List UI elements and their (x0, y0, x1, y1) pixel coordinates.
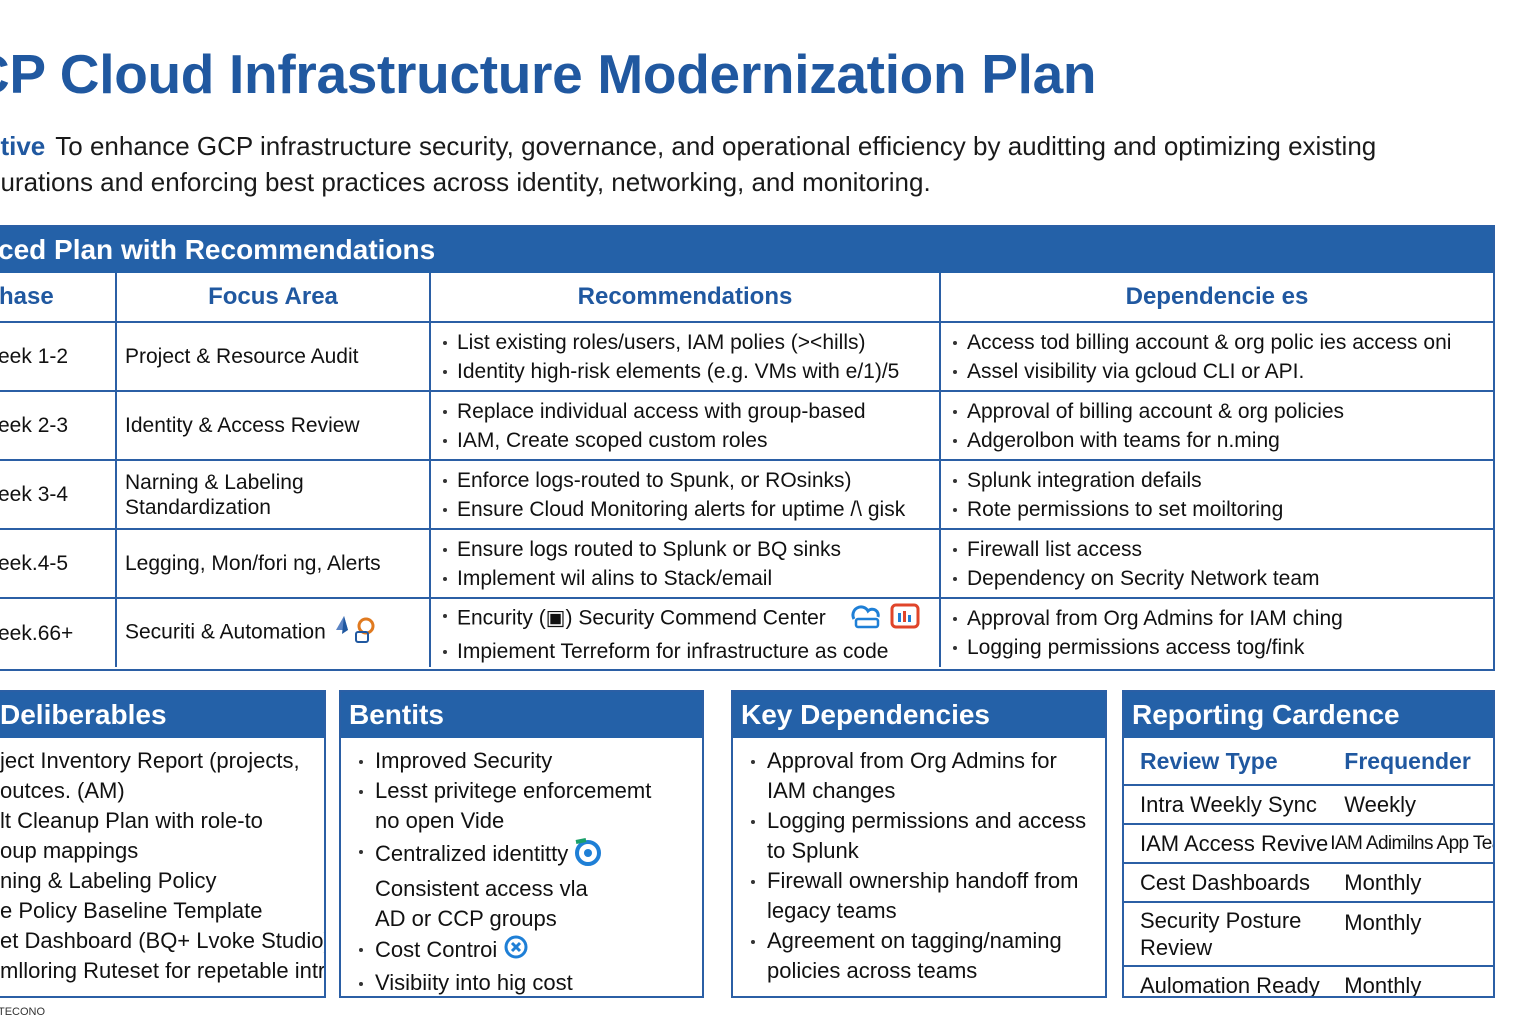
list-item: et Dashboard (BQ+ Lvoke Studio) (0, 928, 326, 953)
list-item: Enforce logs-routed to Spunk, or ROsinks… (439, 466, 931, 495)
footer-mark: TECONO (0, 1006, 46, 1018)
focus-cell: Legging, Mon/fori ng, Alerts (116, 529, 431, 599)
list-item: Splunk integration defails (949, 466, 1485, 495)
key-dependencies-title: Key Dependencies (733, 692, 1105, 738)
list-item: oup mappings (0, 838, 139, 863)
deliverables-title: Deliberables (0, 692, 324, 738)
col-frequency: Frequender (1328, 738, 1493, 786)
list-item: Implement wil alins to Stack/email (439, 564, 931, 593)
phase-cell: eek.66+ (0, 598, 117, 667)
recs-cell: Encurity (▣) Security Commend Center Imp… (430, 598, 941, 667)
benefits-panel: Bentits Improved Security Lesst priviteg… (339, 690, 704, 998)
col-focus-area: Focus Area (116, 273, 431, 323)
table-row: eek 2-3 Identity & Access Review Replace… (0, 391, 1493, 461)
rocket-icon (332, 612, 380, 654)
objective-body: To enhance GCP infrastructure security, … (0, 131, 1377, 197)
focus-label: Securiti & Automation (125, 620, 326, 644)
recs-cell: Replace individual access with group-bas… (430, 391, 941, 461)
list-item: ject Inventory Report (projects, (0, 748, 300, 773)
col-phase: hase (0, 273, 117, 323)
recs-cell: Enforce logs-routed to Spunk, or ROsinks… (430, 460, 941, 530)
col-recommendations: Recommendations (430, 273, 941, 323)
list-item: Improved Security (351, 746, 692, 776)
list-item: Dependency on Secrity Network team (949, 564, 1485, 593)
list-item: Access tod billing account & org polic i… (949, 328, 1485, 357)
list-item: Impiement Terreform for infrastructure a… (439, 637, 931, 666)
list-item: Visibiity into hig cost resourcands (351, 968, 692, 996)
focus-cell: Narning & Labeling Standardization (116, 460, 431, 530)
objective-label: ctive (0, 131, 46, 161)
focus-cell: Identity & Access Review (116, 391, 431, 461)
table-row: eek.66+ Securiti & Automation Encurity (… (0, 598, 1493, 667)
list-item: Firewall list access (949, 535, 1485, 564)
list-item: Cost Controi (351, 934, 692, 968)
key-dependencies-panel: Key Dependencies Approval from Org Admin… (731, 690, 1107, 998)
list-item: IAM, Create scoped custom roles (439, 426, 931, 455)
list-item: Logging permissions access tog/fink (949, 633, 1485, 662)
list-item: Ensure Cloud Monitoring alerts for uptim… (439, 495, 931, 524)
reporting-cadence-title: Reporting Cardence (1124, 692, 1493, 738)
list-item: Rote permissions to set moiltoring (949, 495, 1485, 524)
deps-cell: Approval from Org Admins for IAM ching L… (940, 598, 1493, 667)
list-item: e Policy Baseline Template (0, 898, 263, 923)
list-item: Approval from Org Admins for IAM ching (949, 604, 1485, 633)
benefits-title: Bentits (341, 692, 702, 738)
list-item: Ensure logs routed to Splunk or BQ sinks (439, 535, 931, 564)
deps-cell: Firewall list access Dependency on Secri… (940, 529, 1493, 599)
list-item: lt Cleanup Plan with role-to (0, 808, 263, 833)
reporting-cadence-panel: Reporting Cardence Review Type Frequende… (1122, 690, 1495, 998)
cloud-sync-icon (848, 601, 884, 637)
recs-cell: Ensure logs routed to Splunk or BQ sinks… (430, 529, 941, 599)
list-item: Approval of billing account & org polici… (949, 397, 1485, 426)
target-icon (570, 836, 604, 874)
list-item: ning & Labeling Policy (0, 868, 217, 893)
deliverables-panel: Deliberables ject Inventory Report (proj… (0, 690, 326, 998)
plan-table: hase Focus Area Recommendations Dependen… (0, 273, 1493, 667)
dashboard-icon (890, 601, 920, 637)
rec-text: Encurity (▣) Security Commend Center (457, 606, 826, 630)
page-title: CP Cloud Infrastructure Modernization Pl… (0, 43, 1097, 105)
plan-table-header: ced Plan with Recommendations (0, 227, 1493, 273)
list-item: Encurity (▣) Security Commend Center (439, 601, 931, 637)
list-item: Identity high-risk elements (e.g. VMs wi… (439, 357, 931, 386)
list-item: outces. (AM) (0, 778, 125, 803)
col-dependencies: Dependencie es (940, 273, 1493, 323)
focus-cell: Securiti & Automation (116, 598, 431, 667)
phase-cell: eek 2-3 (0, 391, 117, 461)
recs-cell: List existing roles/users, IAM polies (>… (430, 322, 941, 392)
col-review-type: Review Type (1124, 738, 1329, 786)
phase-cell: eek 1-2 (0, 322, 117, 392)
phase-cell: eek.4-5 (0, 529, 117, 599)
plan-table-container: ced Plan with Recommendations hase Focus… (0, 225, 1495, 671)
deps-cell: Splunk integration defails Rote permissi… (940, 460, 1493, 530)
deps-cell: Access tod billing account & org polic i… (940, 322, 1493, 392)
deps-cell: Approval of billing account & org polici… (940, 391, 1493, 461)
reporting-table: Review Type Frequender Intra Weekly Sync… (1124, 738, 1493, 998)
list-item: Adgerolbon with teams for n.ming (949, 426, 1485, 455)
cost-icon (503, 934, 529, 968)
table-row: eek 1-2 Project & Resource Audit List ex… (0, 322, 1493, 392)
table-row: eek.4-5 Legging, Mon/fori ng, Alerts Ens… (0, 529, 1493, 599)
list-item: Assel visibility via gcloud CLI or API. (949, 357, 1485, 386)
focus-cell: Project & Resource Audit (116, 322, 431, 392)
phase-cell: eek 3-4 (0, 460, 117, 530)
list-item: List existing roles/users, IAM polies (>… (439, 328, 931, 357)
table-row: eek 3-4 Narning & Labeling Standardizati… (0, 460, 1493, 530)
objective-text: ctiveTo enhance GCP infrastructure secur… (0, 128, 1486, 200)
list-item: Replace individual access with group-bas… (439, 397, 931, 426)
list-item: mlloring Ruteset for repetable intra (0, 958, 326, 983)
